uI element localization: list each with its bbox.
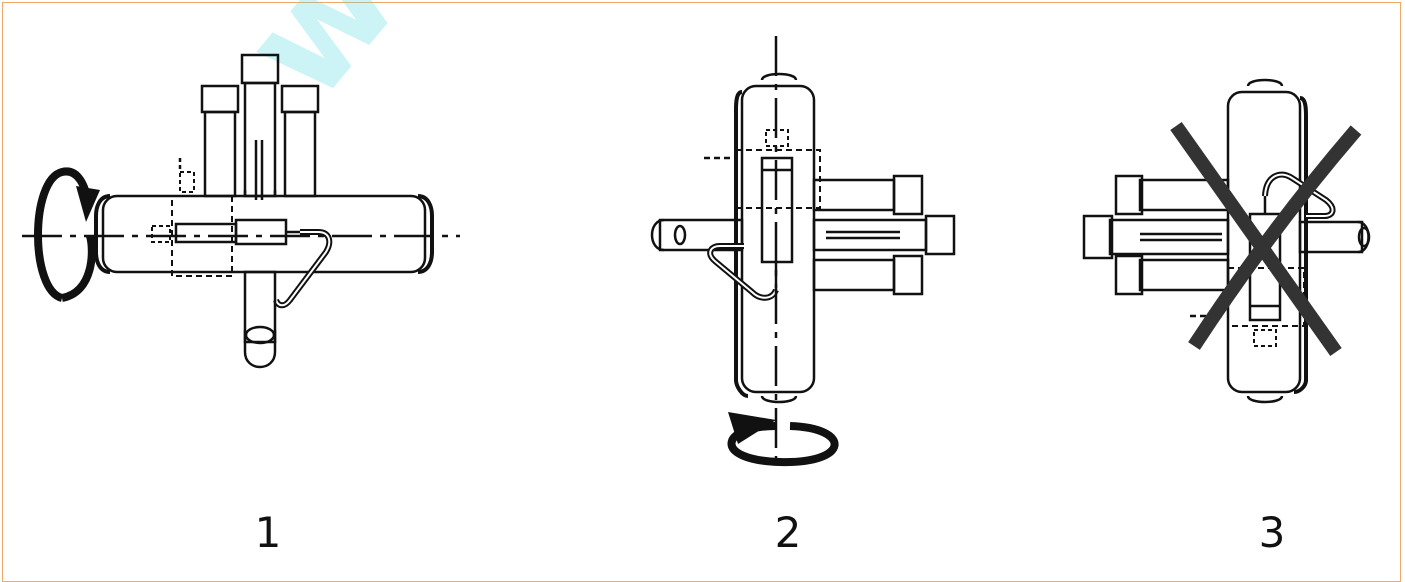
panel-2-tube-cap-bottom [892,254,924,296]
panel-2-valve-vertical [650,72,956,404]
panel-1-tube-cap-right [280,84,320,114]
panel-3-forbidden-cross [1170,121,1362,357]
panel-2-tube-cap-top [892,174,924,216]
panel-1-label: 1 [254,508,282,557]
panel-3-valve-inverted [1082,78,1371,404]
panel-2-valve-body [740,84,816,394]
panel-3-label: 3 [1258,508,1286,557]
panel-1-rotation-arrow [34,167,92,302]
panel-3-tube-cap-bottom [1114,254,1144,296]
panel-3-tube-cap-top [1114,174,1144,216]
panel-1-tube-cap-center [240,53,280,85]
panel-1-tube-cap-left [200,84,240,114]
valve-orientation-diagram [22,36,1371,470]
panel-1-valve-horizontal [94,53,434,369]
panel-2-label: 2 [774,508,802,557]
panel-2-tube-cap-middle [924,214,956,256]
panel-3-tube-cap-middle [1082,214,1114,260]
